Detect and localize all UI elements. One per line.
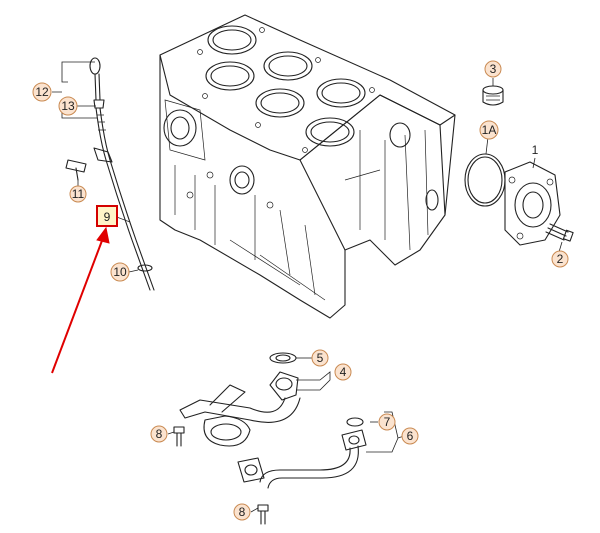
callout-label: 9 [104,210,111,224]
callout-label: 13 [61,99,75,113]
callout-2: 2 [551,250,569,268]
red-arrow-indicator [51,226,110,374]
callout-label: 8 [239,505,246,519]
callout-11: 11 [69,185,87,203]
bolt-part-8-lower [257,504,269,525]
bolt-part-8-upper [173,426,185,447]
cylinder-bore-2 [263,51,313,81]
housing-part-1 [504,161,561,246]
callout-8-upper: 8 [150,425,168,443]
oil-pickup-part-4 [179,352,301,447]
callout-8-lower: 8 [233,503,251,521]
callout-label: 5 [317,351,324,365]
callout-6: 6 [401,427,419,445]
cylinder-bore-4 [316,78,366,108]
callout-label: 10 [113,265,127,279]
callout-4: 4 [334,363,352,381]
callout-7: 7 [378,413,396,431]
callout-1: 1 [532,143,539,157]
engine-block [159,14,456,319]
callout-label: 1 [532,143,539,157]
callout-label: 11 [72,187,85,201]
cylinder-bore-3 [205,61,255,91]
callout-label: 1A [482,123,497,137]
callout-5: 5 [311,349,329,367]
callout-label: 12 [35,85,49,99]
dipstick-part-9 [65,57,155,291]
callout-13: 13 [58,96,78,116]
callout-label: 3 [490,62,497,76]
callout-10: 10 [110,262,130,282]
cylinder-bore-1 [207,25,257,55]
plug-part-3 [482,85,504,106]
callout-label: 4 [340,365,347,379]
oil-return-pipe-part-6 [237,417,367,489]
callout-1a: 1A [479,120,499,140]
callout-label: 7 [384,415,391,429]
callout-label: 8 [156,427,163,441]
callout-12: 12 [32,82,52,102]
callout-label: 6 [407,429,414,443]
callout-3: 3 [484,60,502,78]
bolt-part-2 [545,223,574,242]
callout-label: 2 [557,252,564,266]
o-ring-part-1a [464,153,506,207]
callout-9-highlighted: 9 [96,205,118,227]
